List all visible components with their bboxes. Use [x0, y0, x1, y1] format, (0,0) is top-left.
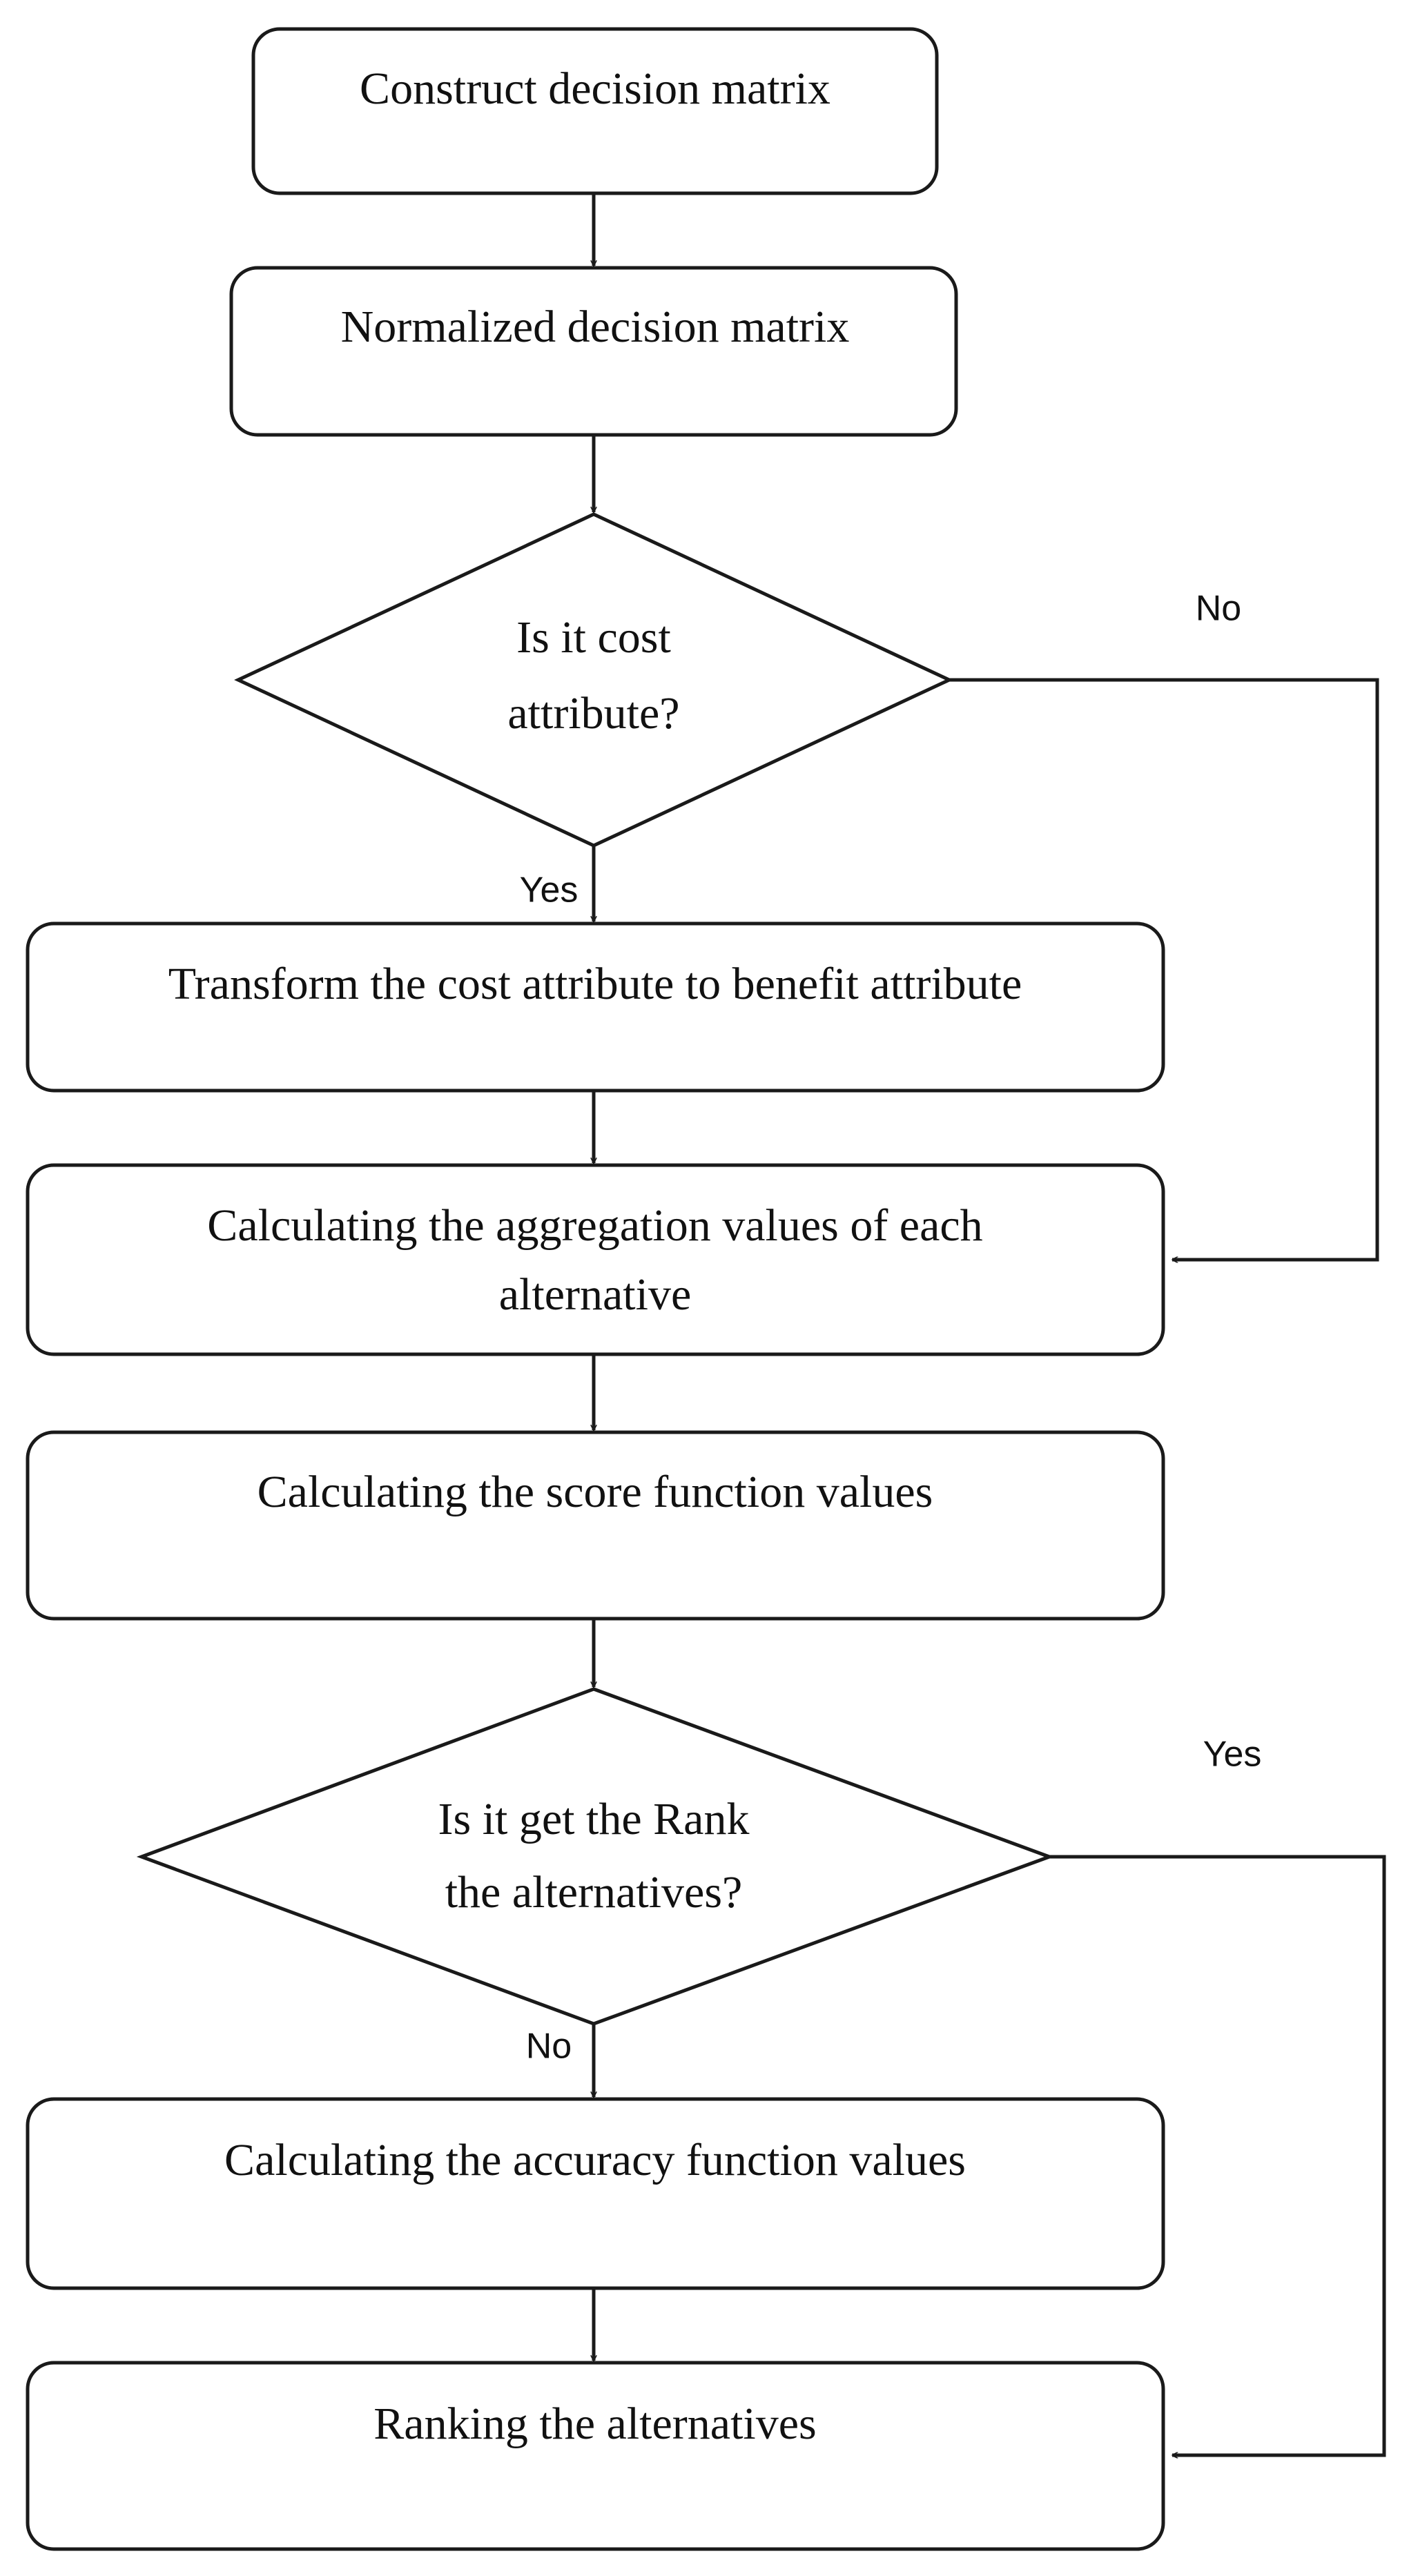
- branch-label-rank-yes: Yes: [1203, 1735, 1262, 1775]
- node-normalized-label: Normalized decision matrix: [341, 302, 850, 352]
- node-aggregation: Calculating the aggregation values of ea…: [26, 1163, 1165, 1356]
- node-normalized: Normalized decision matrix: [229, 266, 958, 437]
- node-cost-check-diamond: [234, 512, 953, 848]
- node-aggregation-label-line2: alternative: [499, 1269, 692, 1320]
- node-rank-check: Is it get the Rank the alternatives?: [136, 1687, 1055, 2026]
- node-rank-check-label-line2: the alternatives?: [445, 1867, 743, 1918]
- node-score: Calculating the score function values: [26, 1430, 1165, 1621]
- node-aggregation-label-line1: Calculating the aggregation values of ea…: [207, 1200, 982, 1251]
- node-construct: Construct decision matrix: [251, 27, 939, 195]
- node-rank-check-diamond: [136, 1687, 1055, 2026]
- node-cost-check-label-line1: Is it cost: [516, 612, 671, 663]
- arrow-cost-check-no: [949, 678, 1379, 1260]
- connectors: [594, 193, 1386, 2455]
- node-transform-box: [26, 921, 1165, 1093]
- arrow-rank-check-yes: [1049, 1855, 1386, 2455]
- branch-labels: No Yes Yes No: [520, 589, 1262, 2067]
- node-score-box: [26, 1430, 1165, 1621]
- node-construct-box: [251, 27, 939, 195]
- branch-label-rank-no: No: [526, 2027, 572, 2067]
- node-construct-label: Construct decision matrix: [360, 64, 830, 114]
- branch-label-cost-yes: Yes: [520, 870, 579, 910]
- node-ranking: Ranking the alternatives: [26, 2361, 1165, 2551]
- node-transform: Transform the cost attribute to benefit …: [26, 921, 1165, 1093]
- node-rank-check-label-line1: Is it get the Rank: [438, 1794, 750, 1844]
- node-ranking-label: Ranking the alternatives: [373, 2399, 816, 2449]
- node-ranking-box: [26, 2361, 1165, 2551]
- node-cost-check-label-line2: attribute?: [507, 688, 679, 739]
- node-transform-label: Transform the cost attribute to benefit …: [168, 959, 1022, 1009]
- node-aggregation-box: [26, 1163, 1165, 1356]
- node-accuracy-box: [26, 2097, 1165, 2290]
- node-score-label: Calculating the score function values: [257, 1467, 933, 1517]
- node-normalized-box: [229, 266, 958, 437]
- node-accuracy: Calculating the accuracy function values: [26, 2097, 1165, 2290]
- node-accuracy-label: Calculating the accuracy function values: [224, 2135, 966, 2185]
- node-cost-check: Is it cost attribute?: [234, 512, 953, 848]
- branch-label-cost-no: No: [1196, 589, 1241, 629]
